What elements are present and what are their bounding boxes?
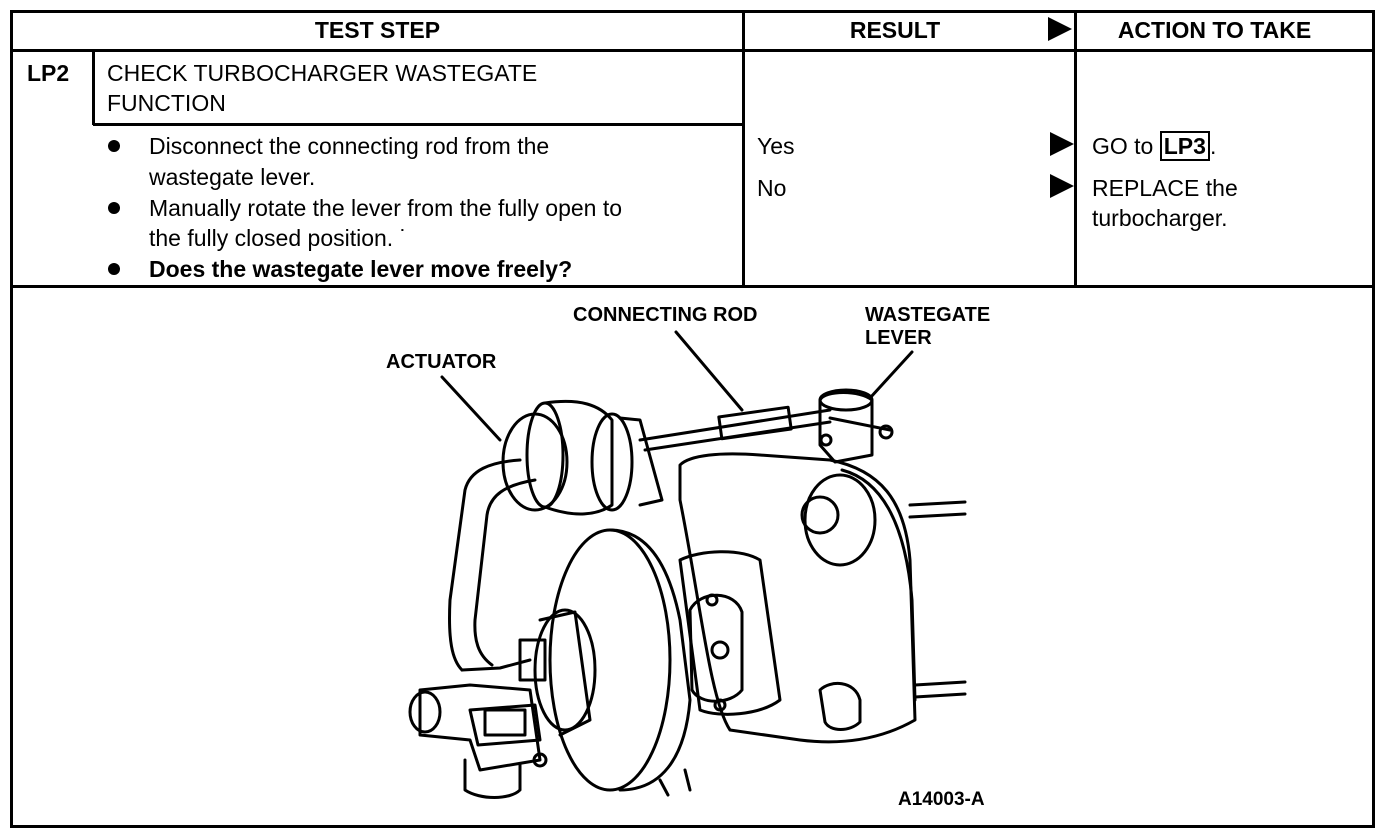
- header-arrow-icon: [1048, 17, 1072, 41]
- id-column-divider: [92, 49, 95, 125]
- label-actuator: ACTUATOR: [386, 351, 497, 373]
- bullet-3-question: Does the wastegate lever move freely?: [149, 256, 573, 282]
- result-column-divider: [742, 10, 745, 287]
- step-title-line1: CHECK TURBOCHARGER WASTEGATE: [107, 60, 538, 86]
- bullet-2-line1: Manually rotate the lever from the fully…: [149, 195, 623, 221]
- action-yes: GO to LP3.: [1092, 131, 1216, 161]
- bullet-1-line1: Disconnect the connecting rod from the: [149, 133, 550, 159]
- label-connecting-rod: CONNECTING ROD: [573, 304, 758, 326]
- result-arrow-icon: [1050, 174, 1074, 198]
- step-title-line2: FUNCTION: [107, 90, 226, 116]
- figure-id: A14003-A: [898, 789, 985, 810]
- step-title-divider: [93, 123, 745, 126]
- label-wastegate-line1: WASTEGATE: [865, 304, 991, 326]
- wastegate-lever-leader: [868, 350, 914, 400]
- connecting-rod-leader: [674, 330, 744, 412]
- action-yes-suffix: .: [1209, 133, 1217, 159]
- header-action: ACTION TO TAKE: [1117, 17, 1312, 43]
- action-no-line2: turbocharger.: [1092, 205, 1228, 231]
- step-id: LP2: [27, 60, 70, 86]
- figure-divider: [10, 285, 1375, 288]
- step-reference-lp3[interactable]: LP3: [1159, 131, 1210, 161]
- bullet-icon: [108, 202, 120, 214]
- label-wastegate-line2: LEVER: [865, 327, 932, 349]
- bullet-1-line2: wastegate lever.: [149, 164, 316, 190]
- action-column-divider: [1074, 10, 1077, 287]
- bullet-2-line2: the fully closed position. ˙: [149, 225, 408, 251]
- actuator-leader: [440, 375, 502, 442]
- action-yes-prefix: GO to: [1092, 133, 1160, 159]
- header-divider: [10, 49, 1375, 52]
- bullet-icon: [108, 140, 120, 152]
- result-yes: Yes: [757, 133, 795, 159]
- header-result: RESULT: [849, 17, 941, 43]
- result-arrow-icon: [1050, 132, 1074, 156]
- result-no: No: [757, 175, 787, 201]
- procedure-table: [10, 10, 1375, 828]
- action-no-line1: REPLACE the: [1092, 175, 1238, 201]
- header-test-step: TEST STEP: [314, 17, 441, 43]
- bullet-icon: [108, 263, 120, 275]
